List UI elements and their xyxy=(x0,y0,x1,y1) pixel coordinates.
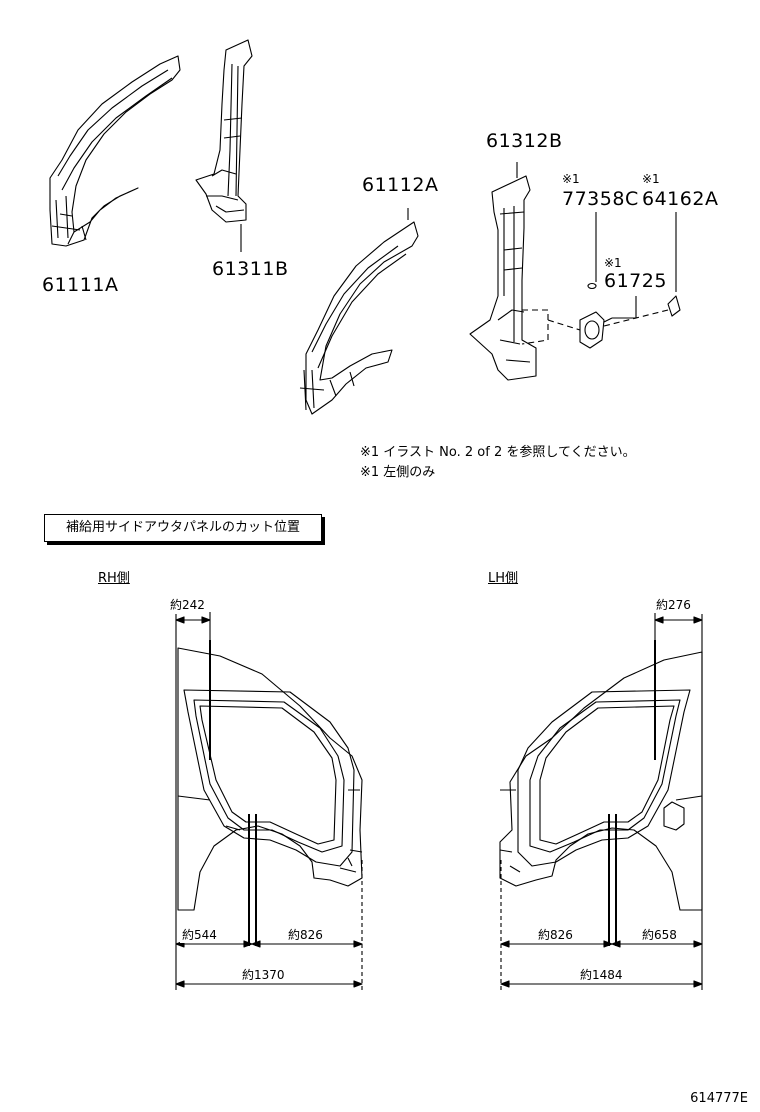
rh-side-label: RH側 xyxy=(98,571,130,586)
note-see-illustration: ※1 イラスト No. 2 of 2 を参照してください。 xyxy=(360,445,636,460)
part-label-61311B: 61311B xyxy=(212,258,289,280)
part-77358C-drawing xyxy=(587,212,597,290)
part-61112A-drawing xyxy=(299,208,419,415)
note-left-side-only: ※1 左側のみ xyxy=(360,465,436,480)
part-label-61725: 61725 xyxy=(604,270,667,292)
lh-side-label: LH側 xyxy=(488,571,519,586)
rh-dim-top: 約242 xyxy=(168,596,207,613)
part-61312B-drawing xyxy=(469,162,549,381)
lh-dim-left-bottom: 約826 xyxy=(536,926,575,943)
part-64162A-drawing xyxy=(667,212,681,317)
lh-dim-top: 約276 xyxy=(654,596,693,613)
part-61111A-drawing xyxy=(49,55,181,247)
cut-position-section-title: 補給用サイドアウタパネルのカット位置 xyxy=(44,514,322,542)
lh-dim-total: 約1484 xyxy=(578,966,625,983)
reference-mark-64162A: ※1 xyxy=(642,172,660,186)
rh-dim-total: 約1370 xyxy=(240,966,287,983)
rh-side-panel-drawing xyxy=(175,612,363,990)
part-label-61111A: 61111A xyxy=(42,274,119,296)
rh-dim-right-bottom: 約826 xyxy=(286,926,325,943)
part-label-61112A: 61112A xyxy=(362,174,439,196)
reference-mark-61725: ※1 xyxy=(604,256,622,270)
part-label-77358C: 77358C xyxy=(562,188,639,210)
reference-mark-77358C: ※1 xyxy=(562,172,580,186)
illustration-reference-code: 614777E xyxy=(690,1091,748,1106)
lh-side-panel-drawing xyxy=(499,612,703,990)
part-61311B-drawing xyxy=(195,39,253,252)
part-label-61312B: 61312B xyxy=(486,130,563,152)
lh-dim-right-bottom: 約658 xyxy=(640,926,679,943)
rh-dim-left-bottom: 約544 xyxy=(180,926,219,943)
part-label-64162A: 64162A xyxy=(642,188,719,210)
part-61725-drawing xyxy=(547,296,669,349)
